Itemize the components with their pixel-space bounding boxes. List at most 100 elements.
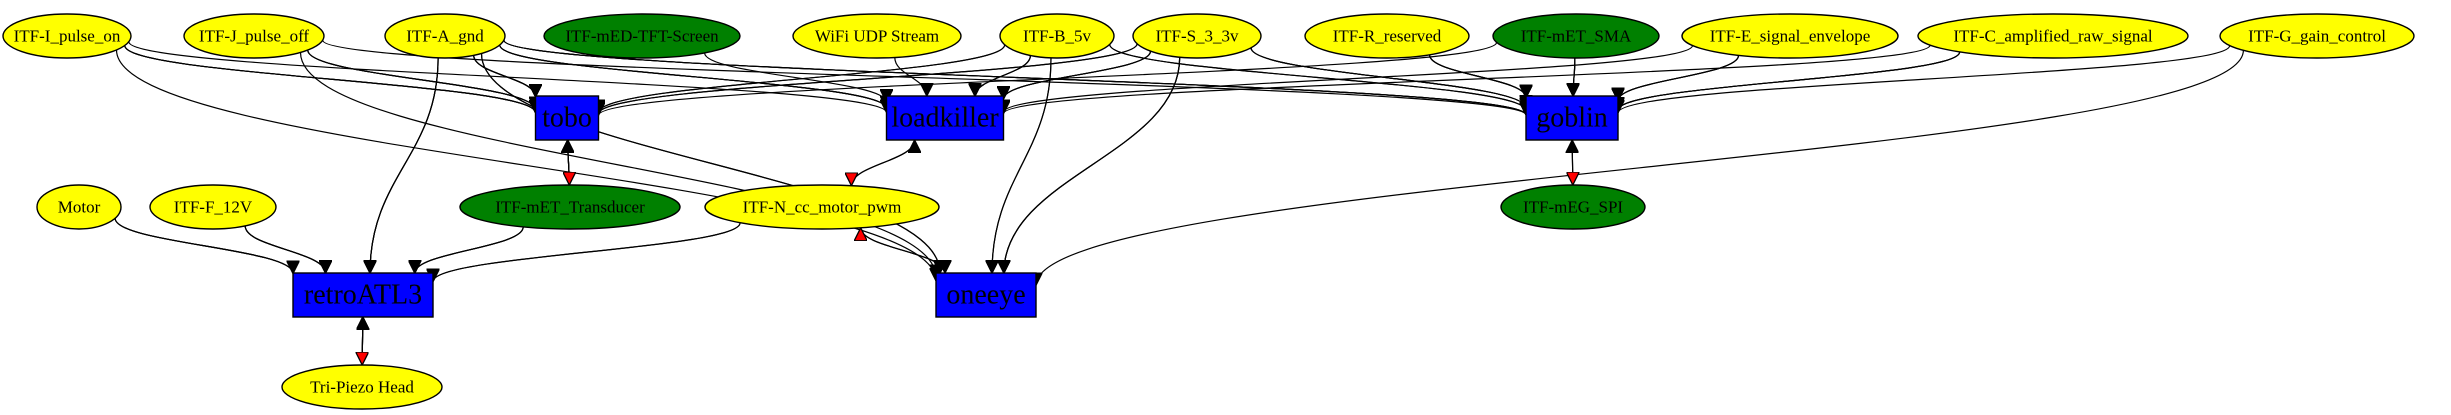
node-itf-b-5v: ITF-B_5v <box>999 13 1115 59</box>
edges-layer <box>114 39 2244 365</box>
node-itf-n-cc-motor-pwm: ITF-N_cc_motor_pwm <box>704 184 940 230</box>
edge-itf-s-3-3v-to-oneeye-3 <box>1004 57 1181 273</box>
node-itf-i-pulse-on-ellipse <box>2 13 132 59</box>
node-itf-meg-spi-ellipse <box>1500 184 1646 230</box>
node-itf-f-12v: ITF-F_12V <box>149 184 277 230</box>
node-itf-met-transducer-label: ITF-mET_Transducer <box>495 198 645 217</box>
node-itf-i-pulse-on: ITF-I_pulse_on <box>2 13 132 59</box>
edge-itf-e-signal-envelope-to-goblin-3 <box>1618 55 1740 101</box>
edge-itf-a-gnd-to-oneeye-2 <box>480 53 941 274</box>
node-itf-met-transducer: ITF-mET_Transducer <box>459 184 681 230</box>
edge-itf-s-3-3v-to-loadkiller-3 <box>1004 50 1152 100</box>
node-tri-piezo-head-ellipse <box>281 364 443 410</box>
node-itf-j-pulse-off-ellipse <box>183 13 325 59</box>
node-itf-n-cc-motor-pwm-label: ITF-N_cc_motor_pwm <box>743 198 902 217</box>
edge-itf-b-5v-to-oneeye-2 <box>992 57 1052 273</box>
node-itf-meg-spi-label: ITF-mEG_SPI <box>1523 198 1623 217</box>
node-loadkiller-label: loadkiller <box>891 103 999 134</box>
node-itf-e-signal-envelope-ellipse <box>1681 13 1899 59</box>
edge-itf-c-amplified-raw-signal-to-loadkiller-1 <box>1004 44 1931 115</box>
edge-itf-s-3-3v-to-tobo-2 <box>599 43 1138 115</box>
edge-itf-med-tft-screen-to-loadkiller-1 <box>704 52 887 103</box>
node-itf-met-sma: ITF-mET_SMA <box>1492 13 1660 59</box>
node-itf-a-gnd-ellipse <box>384 13 506 59</box>
node-tri-piezo-head: Tri-Piezo Head <box>281 364 443 410</box>
node-itf-b-5v-ellipse <box>999 13 1115 59</box>
edge-itf-b-5v-to-goblin-2 <box>1109 44 1526 111</box>
node-goblin-box <box>1525 95 1619 141</box>
edge-itf-j-pulse-off-to-tobo-3 <box>307 49 536 110</box>
node-itf-e-signal-envelope: ITF-E_signal_envelope <box>1681 13 1899 59</box>
edge-itf-g-gain-control-to-goblin-1 <box>1618 45 2231 114</box>
node-oneeye-label: oneeye <box>946 280 1025 311</box>
node-itf-meg-spi: ITF-mEG_SPI <box>1500 184 1646 230</box>
node-itf-med-tft-screen: ITF-mED-TFT-Screen <box>543 13 741 59</box>
node-motor-ellipse <box>36 184 122 230</box>
edge-itf-a-gnd-to-loadkiller-3 <box>499 44 887 109</box>
node-itf-r-reserved: ITF-R_reserved <box>1304 13 1470 59</box>
edge-itf-g-gain-control-to-oneeye-1 <box>1036 50 2244 285</box>
edge-itf-r-reserved-to-goblin-3 <box>1428 54 1527 98</box>
edge-wifi-udp-stream-to-loadkiller-1 <box>894 57 927 97</box>
node-itf-j-pulse-off: ITF-J_pulse_off <box>183 13 325 59</box>
node-itf-med-tft-screen-ellipse <box>543 13 741 59</box>
node-itf-r-reserved-ellipse <box>1304 13 1470 59</box>
node-itf-s-3-3v: ITF-S_3_3v <box>1132 13 1262 59</box>
node-itf-a-gnd-label: ITF-A_gnd <box>406 27 484 46</box>
node-itf-s-3-3v-label: ITF-S_3_3v <box>1155 27 1239 46</box>
edge-itf-n-cc-motor-pwm-to-retroatl3-2 <box>433 222 741 282</box>
node-itf-met-sma-label: ITF-mET_SMA <box>1521 27 1632 46</box>
node-itf-r-reserved-label: ITF-R_reserved <box>1333 27 1442 46</box>
edge-itf-b-5v-to-loadkiller-3 <box>975 55 1031 97</box>
edge-itf-a-gnd-to-retroatl3-3 <box>370 57 439 273</box>
edge-itf-a-gnd-to-tobo-3 <box>473 55 536 97</box>
node-itf-c-amplified-raw-signal: ITF-C_amplified_raw_signal <box>1917 13 2189 59</box>
node-oneeye: oneeye <box>935 272 1037 318</box>
node-loadkiller: loadkiller <box>885 95 1005 141</box>
node-motor: Motor <box>36 184 122 230</box>
node-itf-med-tft-screen-label: ITF-mED-TFT-Screen <box>565 27 719 46</box>
node-retroatl3: retroATL3 <box>292 272 434 318</box>
node-wifi-udp-stream: WiFi UDP Stream <box>792 13 962 59</box>
edge-itf-met-sma-to-tobo-1 <box>599 41 1498 116</box>
node-itf-g-gain-control-ellipse <box>2219 13 2415 59</box>
node-wifi-udp-stream-ellipse <box>792 13 962 59</box>
node-tobo-label: tobo <box>542 103 592 134</box>
edge-loadkiller-to-itf-n-cc-motor-pwm-1 <box>851 139 916 186</box>
edge-itf-met-sma-to-goblin-3 <box>1573 57 1575 96</box>
node-itf-b-5v-label: ITF-B_5v <box>1023 27 1092 46</box>
node-wifi-udp-stream-label: WiFi UDP Stream <box>815 27 939 46</box>
node-itf-g-gain-control-label: ITF-G_gain_control <box>2248 27 2386 46</box>
node-goblin-label: goblin <box>1536 103 1608 134</box>
node-itf-f-12v-label: ITF-F_12V <box>174 198 253 217</box>
node-itf-c-amplified-raw-signal-ellipse <box>1917 13 2189 59</box>
node-itf-f-12v-ellipse <box>149 184 277 230</box>
edge-itf-a-gnd-to-goblin-3 <box>503 39 1526 116</box>
node-goblin: goblin <box>1525 95 1619 141</box>
edge-itf-met-transducer-to-retroatl3-3 <box>415 226 524 274</box>
edge-itf-j-pulse-off-to-oneeye-1 <box>299 52 937 277</box>
node-itf-s-3-3v-ellipse <box>1132 13 1262 59</box>
node-itf-a-gnd: ITF-A_gnd <box>384 13 506 59</box>
node-itf-met-transducer-ellipse <box>459 184 681 230</box>
node-motor-label: Motor <box>58 198 101 217</box>
edge-itf-s-3-3v-to-goblin-3 <box>1250 47 1526 109</box>
node-itf-j-pulse-off-label: ITF-J_pulse_off <box>199 27 310 46</box>
node-retroatl3-label: retroATL3 <box>304 280 422 311</box>
edge-itf-b-5v-to-tobo-2 <box>599 44 1006 113</box>
edge-itf-i-pulse-on-to-tobo-3 <box>124 45 536 114</box>
node-oneeye-box <box>935 272 1037 318</box>
node-tobo-box <box>534 95 600 141</box>
edge-tobo-to-itf-met-transducer-1 <box>568 139 570 185</box>
edge-goblin-to-itf-meg-spi-1 <box>1572 139 1573 185</box>
node-tri-piezo-head-label: Tri-Piezo Head <box>310 378 414 397</box>
node-itf-n-cc-motor-pwm-ellipse <box>704 184 940 230</box>
edge-itf-e-signal-envelope-to-loadkiller-1 <box>1004 44 1694 113</box>
node-retroatl3-box <box>292 272 434 318</box>
edge-oneeye-to-itf-n-cc-motor-pwm-1 <box>861 227 946 274</box>
edge-itf-c-amplified-raw-signal-to-goblin-3 <box>1618 51 1961 111</box>
node-itf-e-signal-envelope-label: ITF-E_signal_envelope <box>1710 27 1871 46</box>
